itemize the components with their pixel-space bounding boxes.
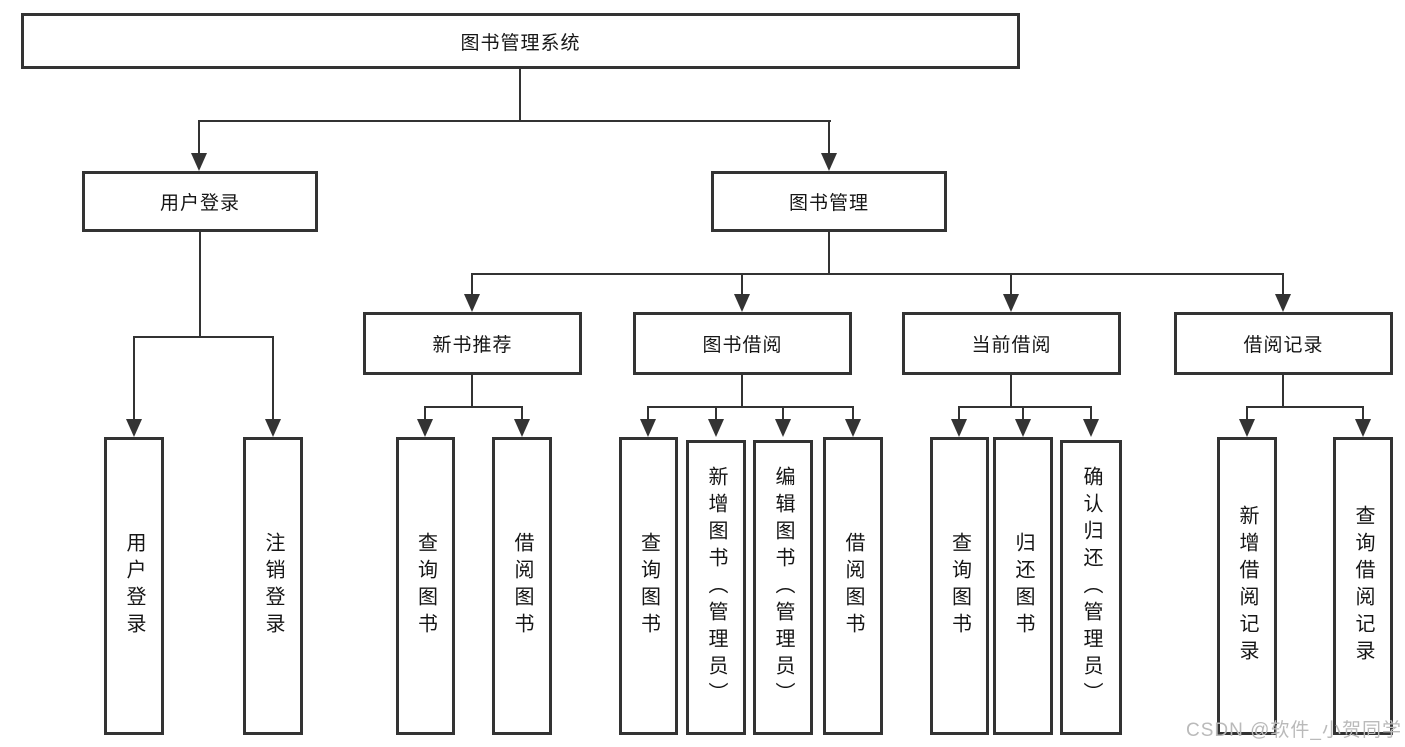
leaf-add-book-admin: 新增图书（管理员） — [686, 440, 746, 735]
connector-line — [472, 273, 1284, 275]
connector-line — [1022, 406, 1024, 421]
csdn-watermark: CSDN @软件_小贺同学 — [1186, 720, 1402, 741]
connector-line — [1010, 375, 1012, 408]
connector-line — [471, 273, 473, 296]
arrowhead-down-icon — [514, 419, 530, 437]
node-label: 借阅图书 — [511, 532, 533, 640]
node-label: 新增图书（管理员） — [705, 466, 727, 709]
leaf-edit-book-admin: 编辑图书（管理员） — [753, 440, 813, 735]
connector-line — [425, 406, 523, 408]
connector-line — [1010, 273, 1012, 296]
node-borrow-record: 借阅记录 — [1174, 312, 1393, 375]
node-label: 注销登录 — [262, 532, 284, 640]
node-label: 借阅图书 — [842, 532, 864, 640]
connector-line — [647, 406, 649, 421]
connector-line — [198, 120, 200, 155]
connector-line — [199, 120, 831, 122]
connector-line — [272, 336, 274, 421]
connector-line — [828, 120, 830, 155]
arrowhead-down-icon — [734, 294, 750, 312]
connector-line — [1246, 406, 1248, 421]
node-label: 新书推荐 — [432, 335, 513, 356]
connector-line — [852, 406, 854, 421]
connector-line — [741, 375, 743, 408]
leaf-borrow-query-book: 查询图书 — [619, 437, 678, 735]
leaf-recommend-borrow-book: 借阅图书 — [492, 437, 552, 735]
connector-line — [1282, 375, 1284, 408]
node-label: 查询图书 — [414, 532, 437, 640]
node-label: 当前借阅 — [971, 335, 1052, 356]
node-label: 用户登录 — [123, 532, 145, 640]
connector-line — [1247, 406, 1364, 408]
connector-line — [741, 273, 743, 296]
arrowhead-down-icon — [265, 419, 281, 437]
connector-line — [828, 232, 830, 275]
connector-line — [134, 336, 274, 338]
connector-line — [1090, 406, 1092, 421]
arrowhead-down-icon — [845, 419, 861, 437]
node-label: 用户登录 — [159, 193, 240, 214]
node-label: 借阅记录 — [1243, 335, 1324, 356]
node-user-login: 用户登录 — [82, 171, 318, 232]
arrowhead-down-icon — [1003, 294, 1019, 312]
connector-line — [782, 406, 784, 421]
node-label: 图书管理 — [788, 193, 869, 214]
leaf-add-borrow-record: 新增借阅记录 — [1217, 437, 1277, 735]
connector-line — [199, 232, 201, 338]
arrowhead-down-icon — [951, 419, 967, 437]
node-label: 查询借阅记录 — [1352, 505, 1374, 667]
node-label: 图书管理系统 — [460, 32, 581, 54]
arrowhead-down-icon — [191, 153, 207, 171]
connector-line — [424, 406, 426, 421]
arrowhead-down-icon — [1083, 419, 1099, 437]
connector-line — [471, 375, 473, 408]
arrowhead-down-icon — [640, 419, 656, 437]
connector-line — [715, 406, 717, 421]
node-label: 图书借阅 — [702, 335, 783, 356]
leaf-current-query-book: 查询图书 — [930, 437, 989, 735]
node-new-book-recommend: 新书推荐 — [363, 312, 582, 375]
node-label: 新增借阅记录 — [1236, 505, 1258, 667]
arrowhead-down-icon — [464, 294, 480, 312]
leaf-confirm-return-admin: 确认归还（管理员） — [1060, 440, 1122, 735]
arrowhead-down-icon — [417, 419, 433, 437]
connector-line — [959, 406, 1092, 408]
connector-line — [1282, 273, 1284, 296]
connector-line — [521, 406, 523, 421]
arrowhead-down-icon — [1275, 294, 1291, 312]
leaf-return-book: 归还图书 — [993, 437, 1053, 735]
connector-line — [648, 406, 854, 408]
node-root-library-system: 图书管理系统 — [21, 13, 1020, 69]
node-book-management: 图书管理 — [711, 171, 947, 232]
arrowhead-down-icon — [708, 419, 724, 437]
arrowhead-down-icon — [1355, 419, 1371, 437]
connector-line — [519, 69, 521, 122]
leaf-borrow-book: 借阅图书 — [823, 437, 883, 735]
node-label: 查询图书 — [637, 532, 660, 640]
leaf-logout: 注销登录 — [243, 437, 303, 735]
arrowhead-down-icon — [1239, 419, 1255, 437]
arrowhead-down-icon — [1015, 419, 1031, 437]
arrowhead-down-icon — [775, 419, 791, 437]
node-label: 查询图书 — [948, 532, 971, 640]
node-label: 编辑图书（管理员） — [772, 466, 794, 709]
arrowhead-down-icon — [126, 419, 142, 437]
leaf-recommend-query-book: 查询图书 — [396, 437, 455, 735]
leaf-user-login: 用户登录 — [104, 437, 164, 735]
node-current-borrow: 当前借阅 — [902, 312, 1121, 375]
node-book-borrow: 图书借阅 — [633, 312, 852, 375]
connector-line — [958, 406, 960, 421]
leaf-query-borrow-record: 查询借阅记录 — [1333, 437, 1393, 735]
node-label: 归还图书 — [1012, 532, 1034, 640]
node-label: 确认归还（管理员） — [1080, 466, 1102, 709]
arrowhead-down-icon — [821, 153, 837, 171]
connector-line — [1362, 406, 1364, 421]
connector-line — [133, 336, 135, 421]
